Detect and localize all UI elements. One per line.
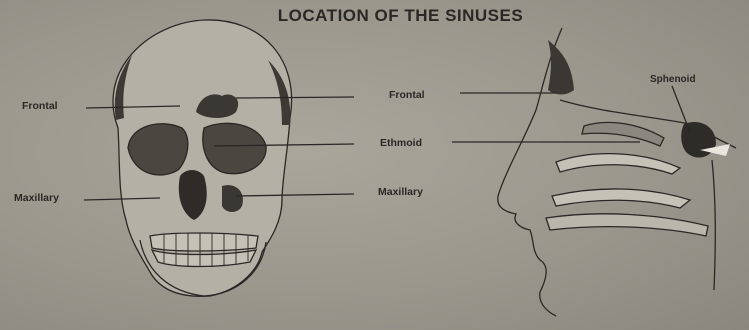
frontal-sinus-profile bbox=[548, 40, 574, 95]
pharynx-wall bbox=[712, 160, 715, 290]
label-maxillary-right: Maxillary bbox=[378, 186, 423, 198]
label-sphenoid: Sphenoid bbox=[650, 74, 696, 85]
leader-sphenoid bbox=[672, 86, 690, 132]
label-frontal-right: Frontal bbox=[389, 89, 425, 101]
turbinate-upper bbox=[556, 154, 680, 174]
turbinate-lower bbox=[552, 189, 690, 208]
hard-palate bbox=[546, 214, 708, 236]
label-maxillary-left: Maxillary bbox=[14, 192, 59, 204]
label-frontal-left: Frontal bbox=[22, 100, 58, 112]
label-ethmoid: Ethmoid bbox=[380, 137, 422, 149]
